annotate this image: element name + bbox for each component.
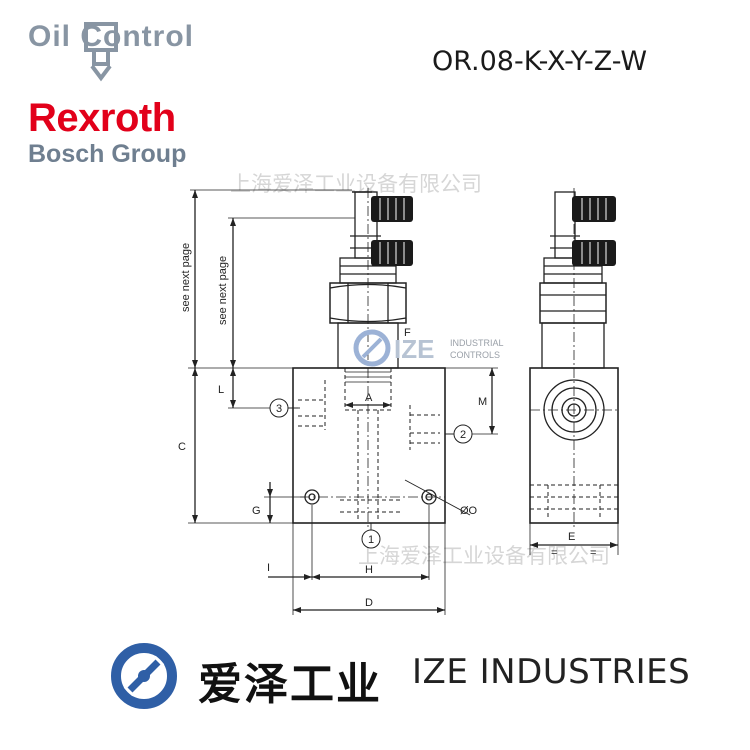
port-label-1: 1: [368, 534, 374, 546]
dim-eq-right: =: [590, 547, 596, 559]
port-label-2: 2: [460, 429, 466, 441]
dim-eq-left: =: [551, 547, 557, 559]
rexroth-logo: Rexroth: [28, 96, 176, 140]
ize-logo-icon: [111, 643, 177, 709]
ize-mini-brand: IZE: [394, 334, 434, 364]
ize-mini-line2: CONTROLS: [450, 350, 500, 360]
oil-control-text: Oil Control: [28, 20, 194, 53]
dim-d: D: [365, 597, 373, 609]
knob-lower-front: [371, 240, 413, 266]
dim-e: E: [568, 531, 575, 543]
dim-a: A: [365, 392, 373, 404]
port-label-3: 3: [276, 403, 282, 415]
watermark-bottom: 上海爱泽工业设备有限公司: [358, 544, 610, 568]
footer-company-en: IZE INDUSTRIES: [412, 652, 691, 692]
dim-see-next-page-outer: see next page: [180, 243, 192, 312]
dim-m: M: [478, 396, 487, 408]
dim-g: G: [252, 505, 261, 517]
knob-upper-front: [371, 196, 413, 222]
ize-mini-logo: IZE INDUSTRIAL CONTROLS: [353, 329, 504, 367]
dim-o: ØO: [460, 505, 478, 517]
oil-control-logo: Oil Control: [28, 20, 194, 82]
dim-l: L: [218, 384, 224, 396]
dim-i: I: [267, 562, 270, 574]
dim-f: F: [404, 327, 411, 339]
dim-see-next-page-inner: see next page: [217, 256, 229, 325]
dim-c: C: [178, 441, 186, 453]
footer-company-cn: 爱泽工业: [198, 659, 382, 710]
bosch-group-text: Bosch Group: [28, 140, 187, 168]
knob-lower-side: [572, 240, 616, 266]
dim-h: H: [365, 564, 373, 576]
knob-upper-side: [572, 196, 616, 222]
ize-mini-line1: INDUSTRIAL: [450, 338, 504, 348]
model-code: OR.08-K-X-Y-Z-W: [432, 46, 648, 77]
knob-group-side: [572, 196, 616, 266]
knob-group-front: [371, 196, 413, 266]
